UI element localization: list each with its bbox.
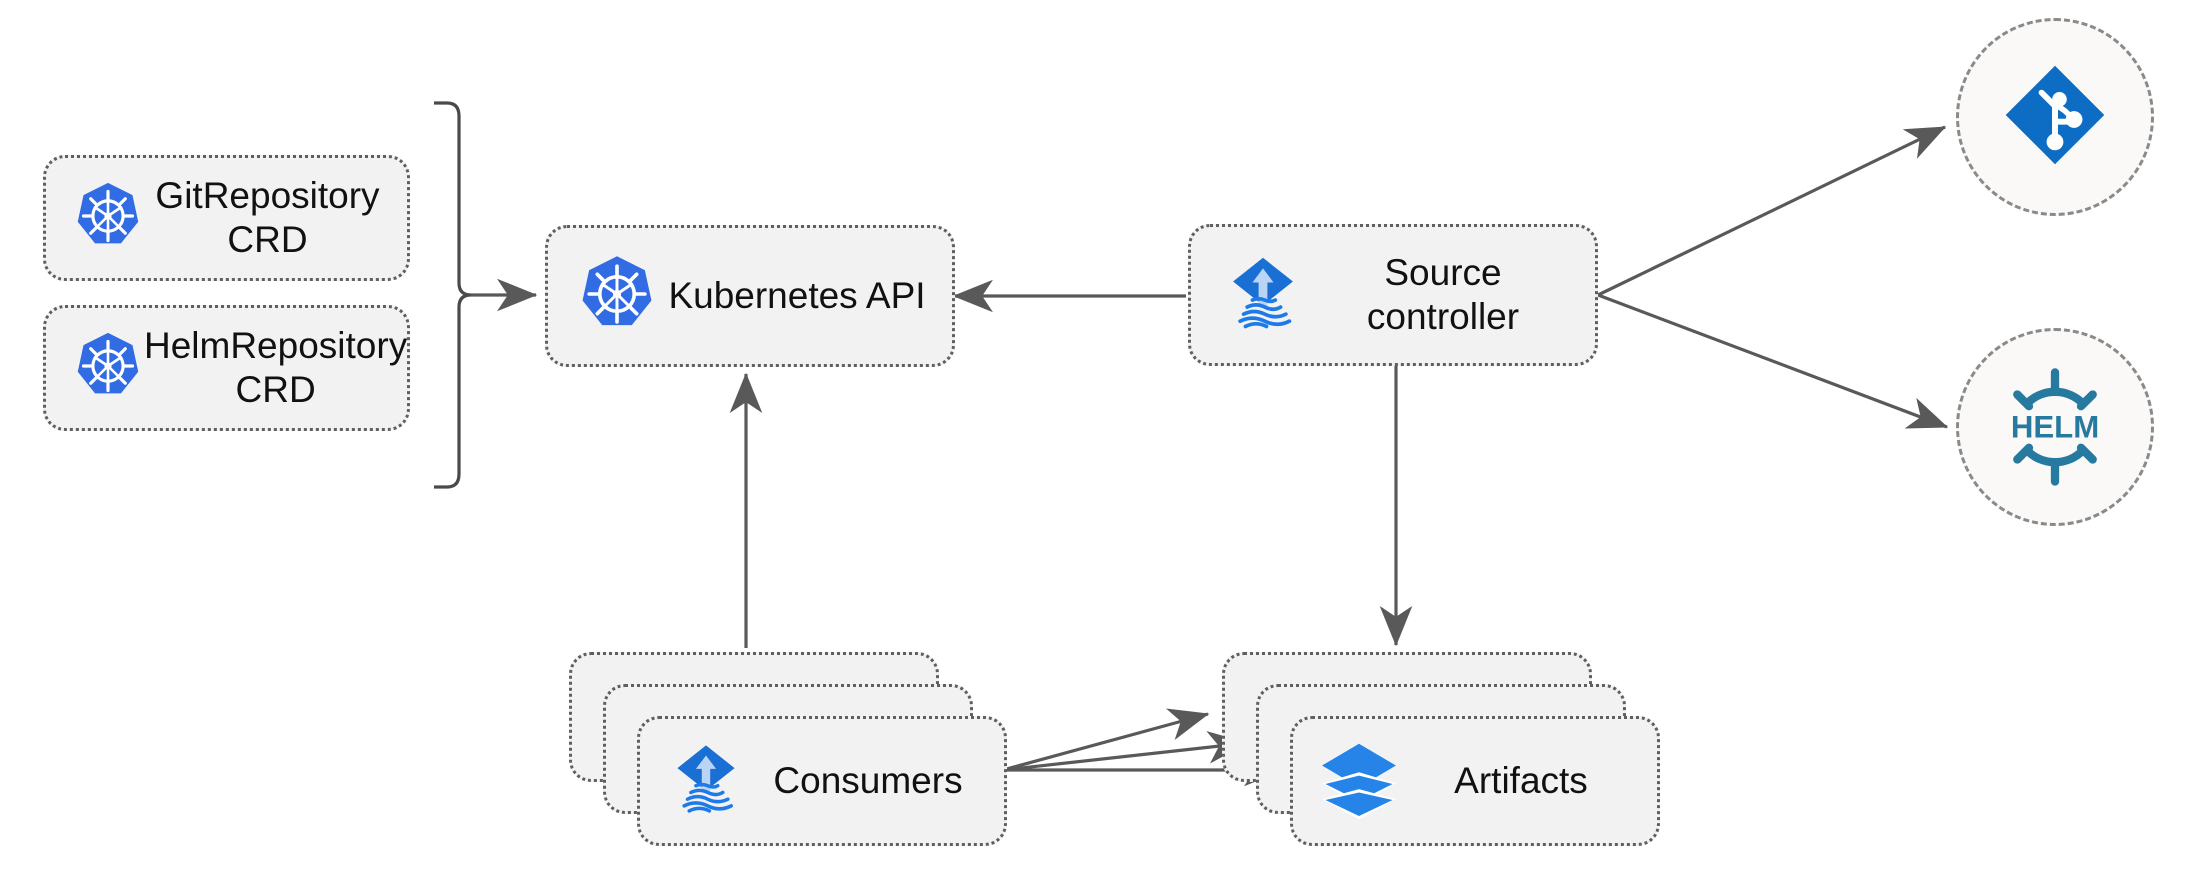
artifacts-stack-card-front[interactable]: Artifacts	[1290, 716, 1660, 846]
helm-wordmark: HELM	[2011, 409, 2099, 444]
kubernetes-icon	[72, 330, 144, 407]
node-label: Kubernetes API	[668, 275, 926, 317]
node-git-provider[interactable]	[1956, 18, 2154, 216]
node-label: GitRepository CRD	[155, 175, 380, 260]
git-icon	[1999, 59, 2111, 176]
edge-source-controller-to-git-provider	[1597, 125, 1947, 297]
kubernetes-icon	[576, 253, 658, 340]
node-consumers[interactable]: Consumers	[569, 652, 1009, 852]
node-helm-repository-crd[interactable]: HelmRepository CRD	[43, 305, 410, 431]
node-label: Artifacts	[1454, 760, 1588, 802]
helm-icon: HELM	[1990, 362, 2120, 492]
layers-icon	[1317, 737, 1401, 826]
edge-consumers-to-artifacts-2	[1002, 731, 1249, 772]
node-label: HelmRepository CRD	[144, 325, 408, 410]
node-artifacts[interactable]: Artifacts	[1222, 652, 1662, 852]
node-helm-provider[interactable]: HELM	[1956, 328, 2154, 526]
node-label: Consumers	[773, 760, 963, 802]
kubernetes-icon	[72, 180, 144, 257]
node-source-controller[interactable]: Source controller	[1188, 224, 1598, 366]
flux-icon	[664, 737, 748, 826]
edge-source-controller-to-helm-provider	[1597, 293, 1949, 429]
consumers-stack-card-front[interactable]: Consumers	[637, 716, 1007, 846]
crd-group-bracket	[434, 101, 472, 489]
flux-icon	[1219, 249, 1307, 342]
node-kubernetes-api[interactable]: Kubernetes API	[545, 225, 955, 367]
node-label: Source controller	[1366, 252, 1520, 337]
node-git-repository-crd[interactable]: GitRepository CRD	[43, 155, 410, 281]
edge-consumers-to-artifacts-1	[1002, 708, 1210, 772]
